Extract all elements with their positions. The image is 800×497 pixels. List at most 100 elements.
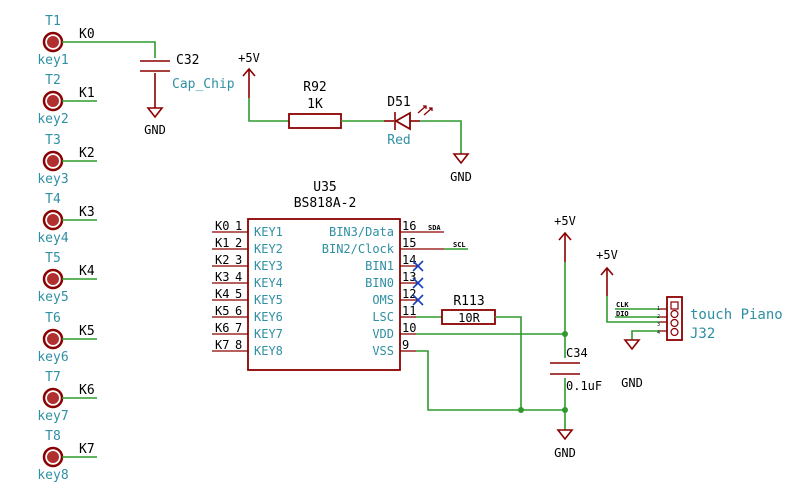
touch-pad-t6: T6 K5 key6 bbox=[37, 311, 97, 365]
pin-name: KEY2 bbox=[254, 242, 283, 256]
ground-symbol bbox=[556, 429, 574, 441]
pin-name: BIN1 bbox=[365, 259, 394, 273]
pad-net-label: K3 bbox=[79, 205, 95, 220]
j32-pin-3-circle bbox=[670, 318, 679, 328]
pad-value: key4 bbox=[37, 231, 68, 246]
c34-value: 0.1uF bbox=[566, 379, 602, 393]
connector-j32: +5V CLK DIO GND 1 2 3 4 touch Piano J32 bbox=[596, 248, 783, 390]
j32-dio-label: DIO bbox=[616, 310, 629, 318]
pad-ref: T7 bbox=[45, 370, 61, 385]
j32-pin-number: 3 bbox=[657, 322, 660, 328]
pad-center bbox=[47, 214, 59, 226]
u35-pin-16: BIN3/Data 16 SDA bbox=[329, 219, 444, 239]
k0-to-c32-wire bbox=[97, 41, 156, 58]
j32-ref: J32 bbox=[690, 326, 715, 342]
c34-gnd-label: GND bbox=[554, 446, 576, 460]
pin-name: KEY3 bbox=[254, 259, 283, 273]
pad-ref: T5 bbox=[45, 251, 61, 266]
ground-symbol bbox=[452, 153, 470, 165]
r92-value: 1K bbox=[307, 97, 323, 112]
j32-gnd-label: GND bbox=[621, 376, 643, 390]
pad-net-label: K0 bbox=[79, 27, 95, 42]
pin-name: KEY1 bbox=[254, 225, 283, 239]
no-connect-icon bbox=[412, 294, 424, 306]
r92-body bbox=[288, 113, 342, 129]
pad-ref: T8 bbox=[45, 429, 61, 444]
pin-number: 1 bbox=[235, 219, 242, 233]
junction-dot bbox=[562, 331, 568, 337]
pad-ref: T3 bbox=[45, 133, 61, 148]
pin-number: 5 bbox=[235, 287, 242, 301]
d51-value: Red bbox=[387, 133, 410, 148]
ic-u35: U35 BS818A-2 K0 1 KEY1 K1 2 KEY2 K2 3 KE… bbox=[212, 180, 468, 371]
j32-supply-label: +5V bbox=[596, 248, 618, 262]
pin-net: SDA bbox=[428, 224, 441, 232]
pin-name: KEY6 bbox=[254, 310, 283, 324]
touch-pad-t1: T1 K0 key1 bbox=[37, 14, 97, 68]
pin-number: 6 bbox=[235, 304, 242, 318]
c34-ref: C34 bbox=[566, 346, 588, 360]
c32-ref: C32 bbox=[176, 53, 199, 68]
pad-center bbox=[47, 95, 59, 107]
touch-pad-t7: T7 K6 key7 bbox=[37, 370, 97, 424]
touch-pad-t3: T3 K2 key3 bbox=[37, 133, 97, 187]
pad-ref: T1 bbox=[45, 14, 61, 29]
pin-name: BIN0 bbox=[365, 276, 394, 290]
pin-number: 12 bbox=[402, 287, 416, 301]
pin-number: 7 bbox=[235, 321, 242, 335]
j32-pin-number: 2 bbox=[657, 314, 660, 320]
pad-value: key7 bbox=[37, 409, 68, 424]
pin-net: K2 bbox=[215, 253, 229, 267]
pad-net-label: K5 bbox=[79, 324, 95, 339]
pad-value: key1 bbox=[37, 53, 68, 68]
ground-symbol bbox=[146, 107, 164, 119]
pad-center bbox=[47, 273, 59, 285]
pad-net-label: K1 bbox=[79, 86, 95, 101]
pad-ref: T4 bbox=[45, 192, 61, 207]
junction-dot bbox=[562, 407, 568, 413]
u35-pin-10: VDD 10 bbox=[372, 321, 416, 341]
u35-pin-1: K0 1 KEY1 bbox=[212, 219, 283, 239]
pin-net: K5 bbox=[215, 304, 229, 318]
u35-pin-7: K6 7 KEY7 bbox=[212, 321, 283, 341]
pin-number: 11 bbox=[402, 304, 416, 318]
j32-supply-wire bbox=[606, 296, 660, 323]
u35-pin-12: OMS 12 bbox=[372, 287, 424, 307]
pin-number: 9 bbox=[402, 338, 409, 352]
no-connect-icon bbox=[412, 260, 424, 272]
capacitor-c32: C32 Cap_Chip GND bbox=[97, 41, 235, 137]
u35-pin-4: K3 4 KEY4 bbox=[212, 270, 283, 290]
u35-ref: U35 bbox=[313, 180, 336, 195]
u35-pin-9: VSS 9 bbox=[372, 338, 416, 358]
c32-value: Cap_Chip bbox=[172, 77, 235, 92]
pin-name: BIN3/Data bbox=[329, 225, 394, 239]
r92-ref: R92 bbox=[303, 80, 326, 95]
j32-title: touch Piano bbox=[690, 307, 783, 323]
r113-to-gnd-wire bbox=[495, 316, 522, 410]
pin-name: KEY4 bbox=[254, 276, 283, 290]
r113-ref: R113 bbox=[453, 294, 484, 309]
pin-number: 13 bbox=[402, 270, 416, 284]
pad-value: key6 bbox=[37, 350, 68, 365]
pin-net: K0 bbox=[215, 219, 229, 233]
u35-pin-3: K2 3 KEY3 bbox=[212, 253, 283, 273]
ground-symbol bbox=[623, 339, 641, 351]
touch-pad-t8: T8 K7 key8 bbox=[37, 429, 97, 483]
pin-net: K6 bbox=[215, 321, 229, 335]
pin-net: SCL bbox=[453, 241, 466, 249]
d51-to-gnd-wire bbox=[420, 120, 462, 154]
touch-pad-t5: T5 K4 key5 bbox=[37, 251, 97, 305]
u35-value: BS818A-2 bbox=[294, 196, 357, 211]
u35-pin-11: LSC 11 bbox=[372, 304, 416, 324]
pin-number: 3 bbox=[235, 253, 242, 267]
pin-number: 14 bbox=[402, 253, 416, 267]
pin-name: OMS bbox=[372, 293, 394, 307]
pad-center bbox=[47, 392, 59, 404]
pin-name: VDD bbox=[372, 327, 394, 341]
pin-number: 4 bbox=[235, 270, 242, 284]
pad-value: key5 bbox=[37, 290, 68, 305]
pin-name: KEY8 bbox=[254, 344, 283, 358]
pin-number: 8 bbox=[235, 338, 242, 352]
u35-pin-13: BIN0 13 bbox=[365, 270, 424, 290]
pin-number: 16 bbox=[402, 219, 416, 233]
